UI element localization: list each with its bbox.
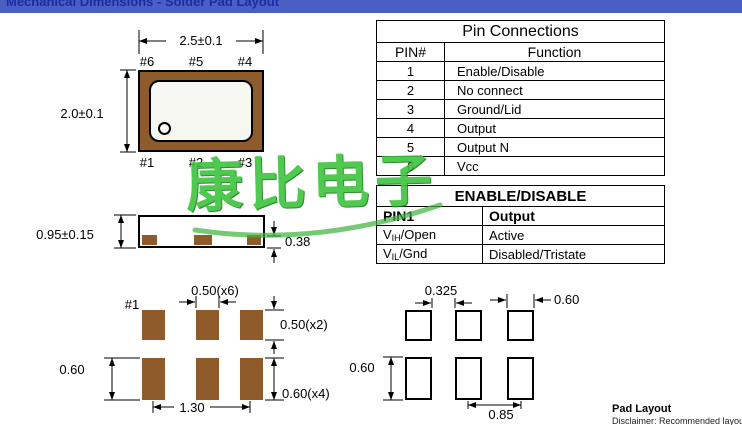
- table-cell-function: Ground/Lid: [444, 99, 665, 119]
- dim-pad-width: 0.50(x6): [191, 283, 239, 298]
- table-row: 4 Output: [376, 118, 665, 138]
- dim-pad-pitch-right: 0.85: [488, 407, 514, 422]
- table-title: ENABLE/DISABLE: [376, 185, 665, 207]
- enable-disable-table: ENABLE/DISABLE PIN1 Output VIH/Open Acti…: [376, 185, 665, 264]
- solder-pad: [142, 235, 157, 245]
- table-title-row: Pin Connections: [376, 20, 665, 43]
- package-side-view: [138, 215, 265, 248]
- column-header-pin1: PIN1: [376, 206, 483, 226]
- table-cell-pin: 2: [376, 80, 445, 100]
- column-header-function: Function: [444, 42, 665, 62]
- table-cell-function: Output N: [444, 137, 665, 157]
- dim-pad-height-right: 0.60: [349, 360, 375, 375]
- pad-outline: [507, 357, 534, 400]
- table-cell-condition: VIH/Open: [376, 225, 483, 245]
- signal-subscript: IH: [391, 233, 401, 243]
- solder-pad: [240, 358, 263, 400]
- column-header-output: Output: [482, 206, 665, 226]
- pin1-indicator-icon: [158, 122, 171, 135]
- table-row: 3 Ground/Lid: [376, 99, 665, 119]
- disclaimer-text: Disclaimer: Recommended layout: [612, 416, 742, 425]
- table-row: 5 Output N: [376, 137, 665, 157]
- table-header-row: PIN# Function: [376, 42, 665, 62]
- table-row: 1 Enable/Disable: [376, 61, 665, 81]
- table-cell-pin: 4: [376, 118, 445, 138]
- page-header: Mechanical Dimensions - Solder Pad Layou…: [0, 0, 742, 13]
- pin-label-3: #3: [237, 155, 253, 170]
- solder-pad: [142, 358, 165, 400]
- dim-side-pad-height: 0.38: [285, 234, 311, 249]
- table-header-row: PIN1 Output: [376, 206, 665, 226]
- table-cell-condition: VIL/Gnd: [376, 244, 483, 264]
- pin-label-6: #6: [139, 54, 155, 69]
- pad-outline: [455, 357, 482, 400]
- signal-suffix: /Open: [400, 227, 437, 242]
- table-title-row: ENABLE/DISABLE: [376, 185, 665, 207]
- column-header-pin: PIN#: [376, 42, 445, 62]
- table-cell-pin: 1: [376, 61, 445, 81]
- dim-side-height: 0.95±0.15: [36, 227, 94, 242]
- signal-suffix: /Gnd: [399, 246, 428, 261]
- pin-connections-table: Pin Connections PIN# Function 1 Enable/D…: [376, 20, 665, 176]
- dim-pad-pitch: 1.30: [174, 400, 210, 415]
- table-cell-pin: 6: [376, 156, 445, 176]
- dim-package-height: 2.0±0.1: [60, 106, 104, 121]
- table-row: 6 Vcc: [376, 156, 665, 176]
- page-title: Mechanical Dimensions - Solder Pad Layou…: [6, 0, 280, 9]
- pin-label-2: #2: [188, 155, 204, 170]
- table-cell-pin: 3: [376, 99, 445, 119]
- table-cell-output: Disabled/Tristate: [482, 244, 665, 264]
- solder-pad: [196, 310, 219, 340]
- pad-outline: [405, 357, 432, 400]
- table-row: VIL/Gnd Disabled/Tristate: [376, 244, 665, 264]
- package-top-view: [138, 70, 264, 152]
- dim-top-pad-height: 0.50(x2): [280, 317, 328, 332]
- signal-name: V: [383, 246, 392, 261]
- pin-label-5: #5: [188, 54, 204, 69]
- pad-outline: [455, 310, 482, 341]
- table-cell-function: Output: [444, 118, 665, 138]
- pad-outline: [405, 310, 432, 341]
- signal-name: V: [383, 227, 392, 242]
- solder-pad: [194, 235, 212, 245]
- table-cell-function: Enable/Disable: [444, 61, 665, 81]
- solder-pad: [247, 235, 261, 245]
- pin-label-1: #1: [139, 155, 155, 170]
- table-row: VIH/Open Active: [376, 225, 665, 245]
- dim-package-width: 2.5±0.1: [166, 33, 236, 48]
- signal-subscript: IL: [391, 252, 400, 262]
- solder-pad: [196, 358, 219, 400]
- dim-pad-gap: 0.325: [424, 283, 458, 298]
- pad-layout-heading: Pad Layout: [612, 403, 672, 415]
- table-cell-function: Vcc: [444, 156, 665, 176]
- table-cell-output: Active: [482, 225, 665, 245]
- solder-pad: [142, 310, 165, 340]
- solder-pad: [240, 310, 263, 340]
- pad-pin1-label: #1: [124, 297, 140, 312]
- package-lid: [149, 80, 253, 142]
- pad-outline: [507, 310, 534, 341]
- table-row: 2 No connect: [376, 80, 665, 100]
- dim-pad-width-right: 0.60: [554, 292, 580, 307]
- table-cell-pin: 5: [376, 137, 445, 157]
- table-title: Pin Connections: [376, 20, 665, 43]
- dim-bottom-pad-height: 0.60(x4): [282, 386, 330, 401]
- table-cell-function: No connect: [444, 80, 665, 100]
- pin-label-4: #4: [237, 54, 253, 69]
- dim-left-pad-height: 0.60: [59, 362, 85, 377]
